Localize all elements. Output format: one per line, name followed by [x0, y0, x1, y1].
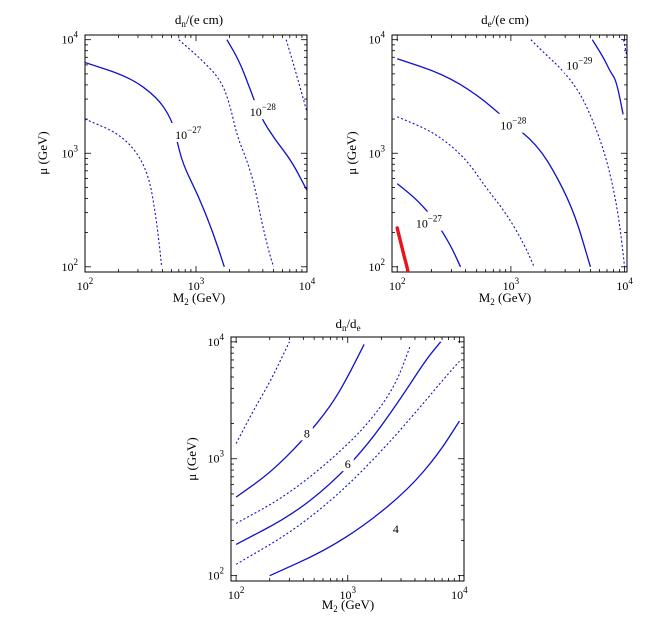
- y-tick-label: 102: [62, 257, 79, 274]
- contour-line-solid: [269, 420, 460, 577]
- y-axis-label: μ (GeV): [344, 131, 359, 174]
- contour-label: 10−28: [500, 116, 527, 133]
- highlight-contour: [395, 226, 410, 272]
- y-tick-label: 103: [208, 449, 225, 466]
- contour-line-solid: [85, 61, 225, 268]
- contour-line-dotted: [285, 39, 307, 113]
- panel-title: de/(e cm): [481, 12, 529, 29]
- x-axis-label: M2 (GeV): [173, 290, 226, 307]
- contour-label: 8: [304, 426, 310, 440]
- contour-label: 10−29: [566, 56, 593, 73]
- contour-line-dotted: [396, 116, 535, 268]
- x-axis-label: M2 (GeV): [322, 597, 375, 614]
- contour-line-solid: [591, 39, 624, 115]
- contour-line-solid: [235, 344, 365, 498]
- panel-de-contours: de/(e cm) M2 (GeV) μ (GeV) 102 103 104 102 1…: [344, 12, 633, 307]
- contour-line-solid: [396, 58, 592, 267]
- y-tick-label: 103: [62, 143, 79, 160]
- contour-line-dotted: [235, 347, 411, 524]
- x-axis-label: M2 (GeV): [479, 290, 532, 307]
- contour-line-dotted: [235, 361, 460, 565]
- x-tick-label: 102: [389, 276, 406, 293]
- y-tick-label: 103: [369, 143, 386, 160]
- y-tick-label: 104: [62, 30, 79, 47]
- contour-label: 4: [393, 522, 399, 536]
- x-tick-label: 104: [451, 585, 468, 602]
- x-tick-label: 104: [299, 276, 316, 293]
- x-tick-label: 102: [77, 276, 94, 293]
- y-tick-label: 102: [208, 566, 225, 583]
- contour-line-dotted: [623, 39, 627, 58]
- panel-ratio-contours: dn/de M2 (GeV) μ (GeV) 102 103 104 102 103 10…: [184, 316, 468, 614]
- panel-title: dn/de: [335, 316, 360, 333]
- contour-label: 10−28: [250, 102, 277, 119]
- y-axis-label: μ (GeV): [35, 131, 50, 174]
- contour-line-dotted: [178, 39, 275, 267]
- contour-label: 6: [345, 457, 351, 471]
- contour-line-solid: [235, 341, 442, 545]
- x-tick-label: 104: [616, 276, 633, 293]
- contour-line-dotted: [530, 39, 626, 267]
- x-tick-label: 102: [228, 585, 245, 602]
- y-tick-label: 104: [208, 332, 225, 349]
- y-axis-label: μ (GeV): [184, 437, 199, 480]
- contour-label: 10−27: [175, 125, 202, 142]
- y-tick-label: 104: [369, 30, 386, 47]
- x-tick-label: 103: [339, 585, 356, 602]
- contour-line-dotted: [85, 118, 163, 267]
- x-tick-label: 103: [188, 276, 205, 293]
- panel-dn-contours: dn/(e cm) M2 (GeV) μ (GeV) 102 103 104 102 1…: [35, 12, 316, 307]
- contour-line-dotted: [235, 341, 290, 444]
- x-tick-label: 103: [503, 276, 520, 293]
- plot-frame: [84, 34, 308, 273]
- panel-title: dn/(e cm): [175, 12, 223, 29]
- contour-label: 10−27: [416, 214, 443, 231]
- y-tick-label: 102: [369, 257, 386, 274]
